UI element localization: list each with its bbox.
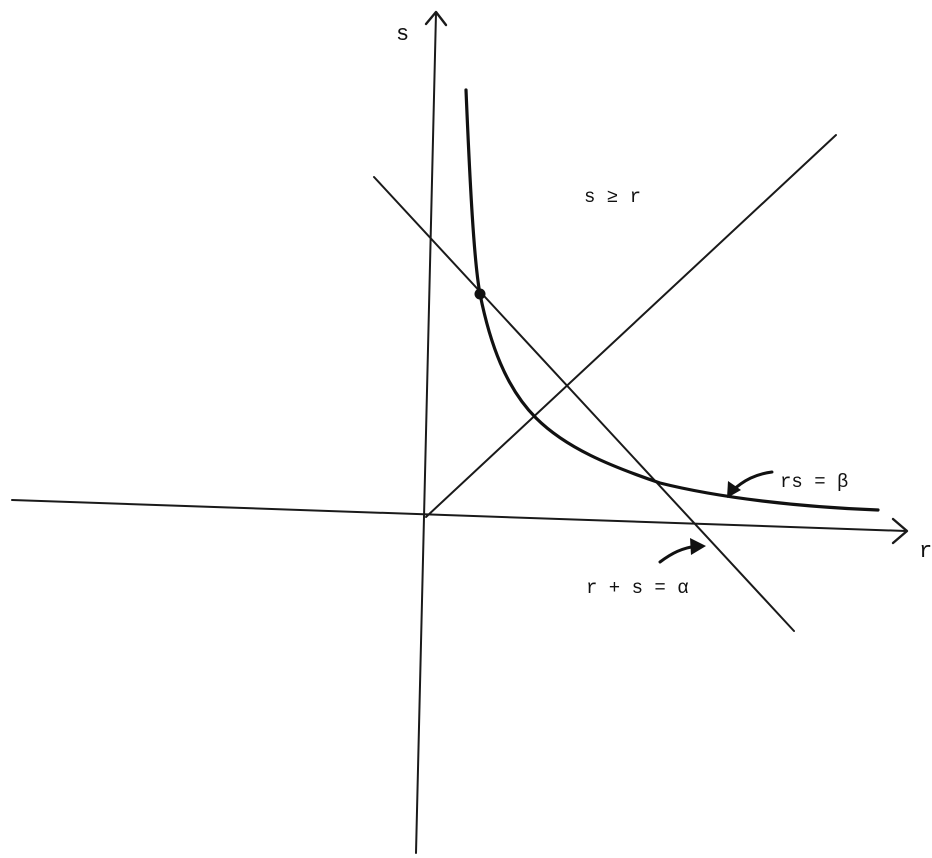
sum-line-label: r + s = α (586, 577, 689, 599)
line-r-plus-s-equals-alpha (373, 176, 795, 632)
r-axis-label: r (919, 539, 932, 564)
s-axis (415, 12, 437, 854)
r-axis (11, 499, 907, 532)
hyperbola-rs-equals-beta (464, 88, 880, 512)
diagonal-line-s-equals-r (425, 134, 837, 518)
s-axis-label: s (396, 22, 409, 47)
hyperbola-pointer-arrowhead (727, 481, 741, 498)
intersection-point (474, 288, 486, 300)
r-axis-arrowhead (891, 517, 909, 545)
hyperbola-label: rs = β (780, 471, 848, 493)
sum-line-pointer-arrowhead (690, 538, 706, 555)
s-axis-arrowhead (424, 10, 448, 27)
region-label: s ≥ r (584, 186, 641, 208)
